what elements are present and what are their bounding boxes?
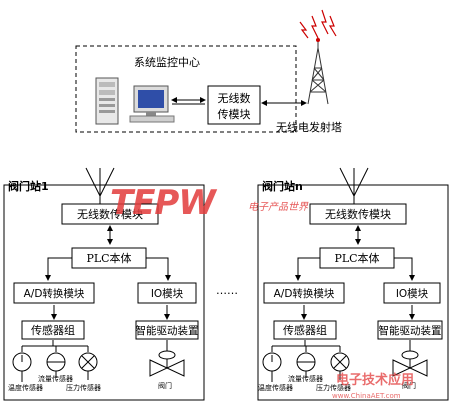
- server-icon: [95, 77, 119, 125]
- station-n-radio-box: [309, 203, 407, 225]
- station-n-pressure-label: 压力传感器: [316, 383, 351, 392]
- station-n-ad-box: [263, 282, 345, 304]
- station-n-valve-icon: [392, 350, 428, 377]
- monitoring-center-title: 系统监控中心: [134, 55, 200, 69]
- station-1-temperature-gauge-icon: [12, 352, 32, 382]
- station-1-temperature-label: 温度传感器: [8, 383, 43, 392]
- station-n-driver-label: 智能驱动装置: [379, 324, 442, 337]
- station-1-pressure-label: 压力传感器: [66, 383, 101, 392]
- station-n-ad-label: A/D转换模块: [274, 287, 335, 300]
- tepw-watermark-text: TEPW: [110, 183, 217, 223]
- station-n-radio-label: 无线数传模块: [325, 207, 391, 221]
- station-1-io-label: IO模块: [151, 288, 184, 300]
- station-1-driver-box: [135, 320, 199, 340]
- station-n-flow-label: 流量传感器: [288, 374, 323, 383]
- station-1-sensors-box: [21, 320, 85, 340]
- station-n-plc-label: PLC本体: [334, 251, 379, 265]
- station-n-io-box: [383, 282, 441, 304]
- station-1-plc-label: PLC本体: [86, 251, 131, 265]
- station-n-plc-ad-arrow: [295, 257, 320, 281]
- center-radio-module-line1: 无线数: [218, 91, 251, 105]
- center-radio-module-box: [207, 85, 261, 125]
- station-n-title: 阀门站n: [262, 179, 303, 193]
- stations-ellipsis: ……: [216, 284, 238, 297]
- station-1-valve-label: 阀门: [158, 381, 172, 390]
- radio-tower-icon: [299, 9, 337, 105]
- station-1-radio-label: 无线数传模块: [77, 207, 143, 221]
- station-n-sensors-label: 传感器组: [283, 323, 327, 337]
- station-n-antenna-icon: [339, 167, 369, 204]
- tepw-watermark-subtext: 电子产品世界: [248, 201, 309, 213]
- station-1-boundary: [3, 184, 205, 401]
- station-n-plc-io-arrow: [394, 257, 415, 281]
- center-radio-module-line2: 传模块: [218, 108, 251, 121]
- station-1-pressure-sensor-icon: [78, 352, 98, 380]
- station-1-driver-label: 智能驱动装置: [136, 324, 199, 337]
- monitor-icon: [129, 85, 175, 123]
- tepw-watermark-logo: TEPW 电子产品世界: [110, 183, 309, 223]
- station-1-valve-icon: [149, 350, 185, 377]
- station-1-plc-io-arrow: [146, 257, 171, 281]
- bottom-right-watermark-text: 电子技术应用: [336, 372, 414, 388]
- station-1-sensor-bus: [21, 340, 89, 352]
- tower-label: 无线电发射塔: [276, 120, 342, 134]
- bottom-right-watermark: 电子技术应用 www.ChinaAET.com: [332, 372, 414, 400]
- station-1-title: 阀门站1: [8, 179, 49, 193]
- station-n-temperature-gauge-icon: [262, 352, 282, 382]
- bottom-right-watermark-subtext: www.ChinaAET.com: [332, 392, 401, 400]
- station-1-io-box: [137, 282, 197, 304]
- station-1-radio-box: [61, 203, 159, 225]
- station-n-valve-label: 阀门: [402, 381, 416, 390]
- station-1: 阀门站1 无线数传模块 PLC本体 A/D转换模块 IO模块 传感器组 智能驱动…: [3, 167, 205, 401]
- station-n-sensors-box: [273, 320, 337, 340]
- station-n-flow-meter-icon: [296, 352, 316, 378]
- station-n-pressure-sensor-icon: [330, 352, 350, 380]
- station-1-sensors-label: 传感器组: [31, 323, 75, 337]
- station-1-plc-ad-arrow: [45, 257, 72, 281]
- station-n-temperature-label: 温度传感器: [258, 383, 293, 392]
- station-1-ad-label: A/D转换模块: [24, 287, 85, 300]
- station-1-antenna-icon: [85, 167, 115, 204]
- station-n-driver-box: [377, 320, 443, 340]
- station-n-boundary: [257, 184, 449, 401]
- station-n: 阀门站n 无线数传模块 PLC本体 A/D转换模块 IO模块 传感器组 智能驱动…: [257, 167, 449, 401]
- station-1-ad-box: [13, 282, 95, 304]
- station-1-flow-meter-icon: [46, 352, 66, 378]
- monitoring-center-boundary: [75, 45, 297, 133]
- station-n-sensor-bus: [271, 340, 341, 352]
- station-n-io-label: IO模块: [396, 288, 429, 300]
- station-1-flow-label: 流量传感器: [38, 374, 73, 383]
